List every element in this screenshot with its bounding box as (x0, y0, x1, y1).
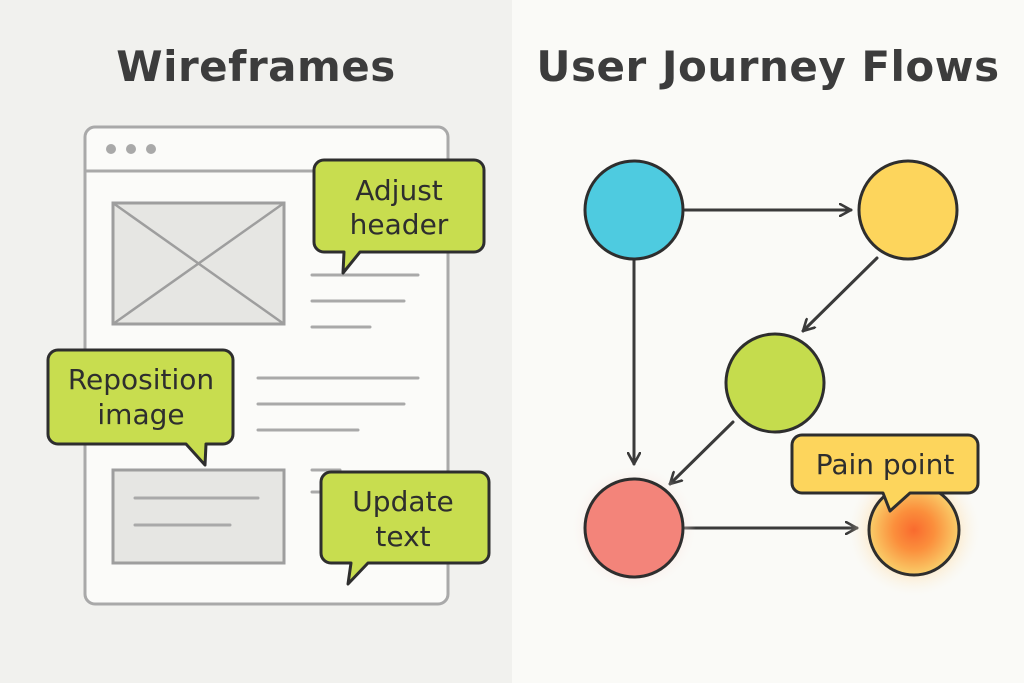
bubble-update-line1: Update (352, 485, 453, 518)
journey-title: User Journey Flows (536, 42, 1000, 91)
text-lines-top (310, 273, 420, 329)
bubble-adjust-header: Adjust header (312, 158, 486, 275)
wireframes-title: Wireframes (116, 42, 396, 91)
bubble-pain-point: Pain point (790, 433, 980, 513)
journey-arrows (634, 210, 879, 528)
pain-point-node (867, 483, 961, 577)
node-step-green (724, 332, 826, 434)
content-box (111, 468, 286, 565)
bubble-update-line2: text (375, 520, 430, 553)
pain-point-label: Pain point (816, 448, 955, 481)
bubble-adjust-line2: header (350, 208, 449, 241)
arrow-yellow-to-green (801, 256, 879, 333)
bubble-adjust-line1: Adjust (355, 174, 443, 207)
arrow-green-to-red (668, 420, 735, 486)
bubble-update-text: Update text (319, 470, 491, 586)
bubble-reposition-line1: Reposition (68, 363, 214, 396)
bubble-reposition-image: Reposition image (46, 348, 235, 467)
node-step-yellow (857, 159, 959, 261)
node-start (583, 159, 685, 261)
image-placeholder (111, 201, 286, 326)
text-lines-middle (256, 376, 420, 432)
window-dots (106, 144, 156, 154)
node-step-red (583, 477, 685, 579)
bubble-reposition-line2: image (97, 398, 184, 431)
